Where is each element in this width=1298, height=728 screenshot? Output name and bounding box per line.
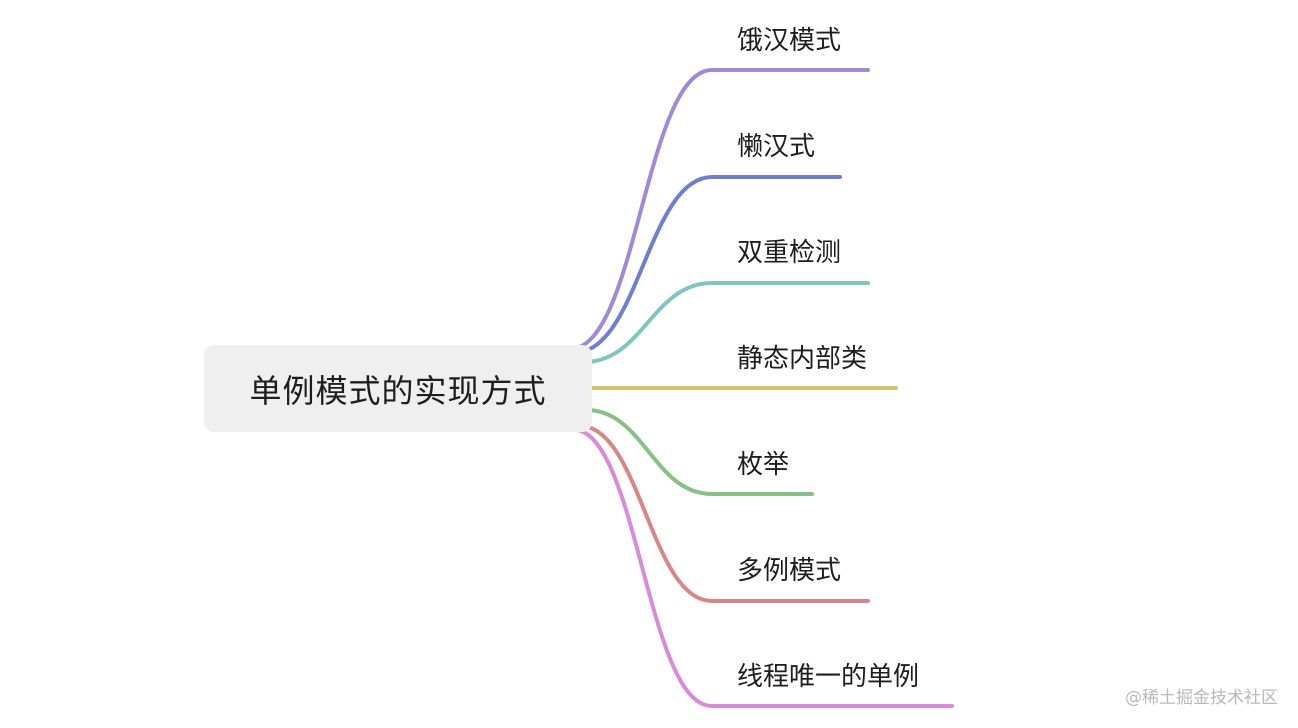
branch-connector-double-check: [586, 281, 870, 364]
branch-label-static-inner-class[interactable]: 静态内部类: [737, 344, 868, 374]
branch-label-hungry[interactable]: 饿汉模式: [737, 26, 842, 56]
branch-connector-thread-unique: [576, 428, 954, 708]
branch-label-lazy[interactable]: 懒汉式: [737, 132, 816, 162]
branch-connector-lazy: [578, 175, 842, 354]
watermark: @稀土掘金技术社区: [1125, 688, 1278, 708]
root-node[interactable]: 单例模式的实现方式: [204, 345, 592, 432]
branch-label-enum[interactable]: 枚举: [737, 450, 790, 480]
branch-label-multiton[interactable]: 多例模式: [737, 556, 842, 586]
branch-connector-hungry: [574, 68, 870, 350]
branch-connector-enum: [588, 408, 814, 496]
branch-label-double-check[interactable]: 双重检测: [737, 238, 842, 268]
root-node-label: 单例模式的实现方式: [249, 371, 547, 410]
branch-connector-multiton: [582, 424, 870, 603]
branch-label-thread-unique[interactable]: 线程唯一的单例: [737, 662, 920, 692]
